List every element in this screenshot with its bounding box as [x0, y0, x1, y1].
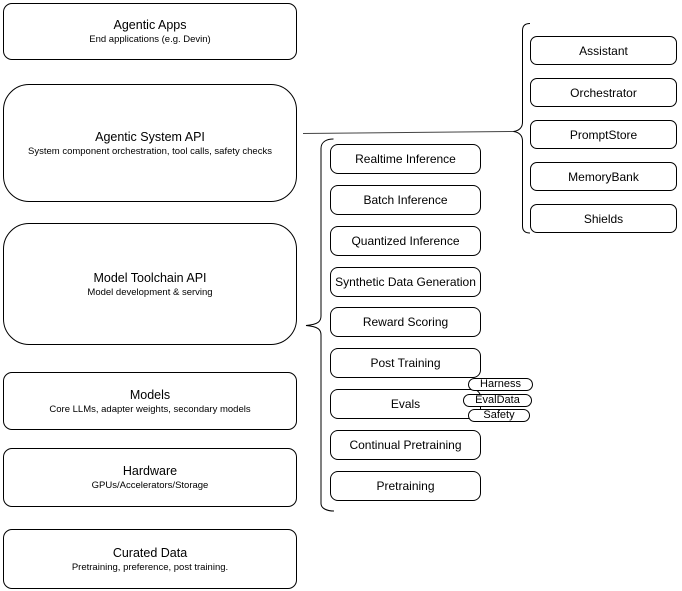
- node-realtime-inference: Realtime Inference: [330, 144, 481, 174]
- layer-agentic-apps: Agentic Apps End applications (e.g. Devi…: [3, 3, 297, 60]
- node-quantized-inference: Quantized Inference: [330, 226, 481, 256]
- layer-title: Agentic Apps: [113, 18, 187, 32]
- node-evals: Evals: [330, 389, 481, 419]
- component-assistant: Assistant: [530, 36, 677, 65]
- layer-hardware: Hardware GPUs/Accelerators/Storage: [3, 448, 297, 507]
- node-synthetic-data-generation: Synthetic Data Generation: [330, 267, 481, 297]
- eval-tag-harness: Harness: [468, 378, 533, 391]
- node-post-training: Post Training: [330, 348, 481, 378]
- layer-models: Models Core LLMs, adapter weights, secon…: [3, 372, 297, 430]
- layer-model-toolchain-api: Model Toolchain API Model development & …: [3, 223, 297, 345]
- component-promptstore: PromptStore: [530, 120, 677, 149]
- node-reward-scoring: Reward Scoring: [330, 307, 481, 337]
- agentic-system-connector-line: [302, 131, 514, 134]
- layer-subtitle: Core LLMs, adapter weights, secondary mo…: [49, 403, 251, 415]
- layer-curated-data: Curated Data Pretraining, preference, po…: [3, 529, 297, 589]
- component-memorybank: MemoryBank: [530, 162, 677, 191]
- layer-title: Models: [129, 387, 171, 402]
- layer-subtitle: System component orchestration, tool cal…: [28, 145, 272, 157]
- layer-subtitle: GPUs/Accelerators/Storage: [91, 480, 209, 491]
- system-components-brace: [513, 23, 531, 234]
- eval-tag-safety: Safety: [468, 409, 530, 422]
- layer-title: Model Toolchain API: [93, 270, 207, 285]
- node-batch-inference: Batch Inference: [330, 185, 481, 215]
- layer-subtitle: End applications (e.g. Devin): [89, 34, 211, 45]
- layer-title: Agentic System API: [95, 129, 205, 144]
- layer-subtitle: Model development & serving: [87, 286, 213, 298]
- node-pretraining: Pretraining: [330, 471, 481, 501]
- layer-agentic-system-api: Agentic System API System component orch…: [3, 84, 297, 202]
- component-orchestrator: Orchestrator: [530, 78, 677, 107]
- component-shields: Shields: [530, 204, 677, 233]
- layer-subtitle: Pretraining, preference, post training.: [71, 561, 229, 573]
- eval-tag-evaldata: EvalData: [463, 394, 532, 407]
- layer-title: Curated Data: [112, 545, 188, 560]
- layer-title: Hardware: [122, 464, 178, 478]
- node-continual-pretraining: Continual Pretraining: [330, 430, 481, 460]
